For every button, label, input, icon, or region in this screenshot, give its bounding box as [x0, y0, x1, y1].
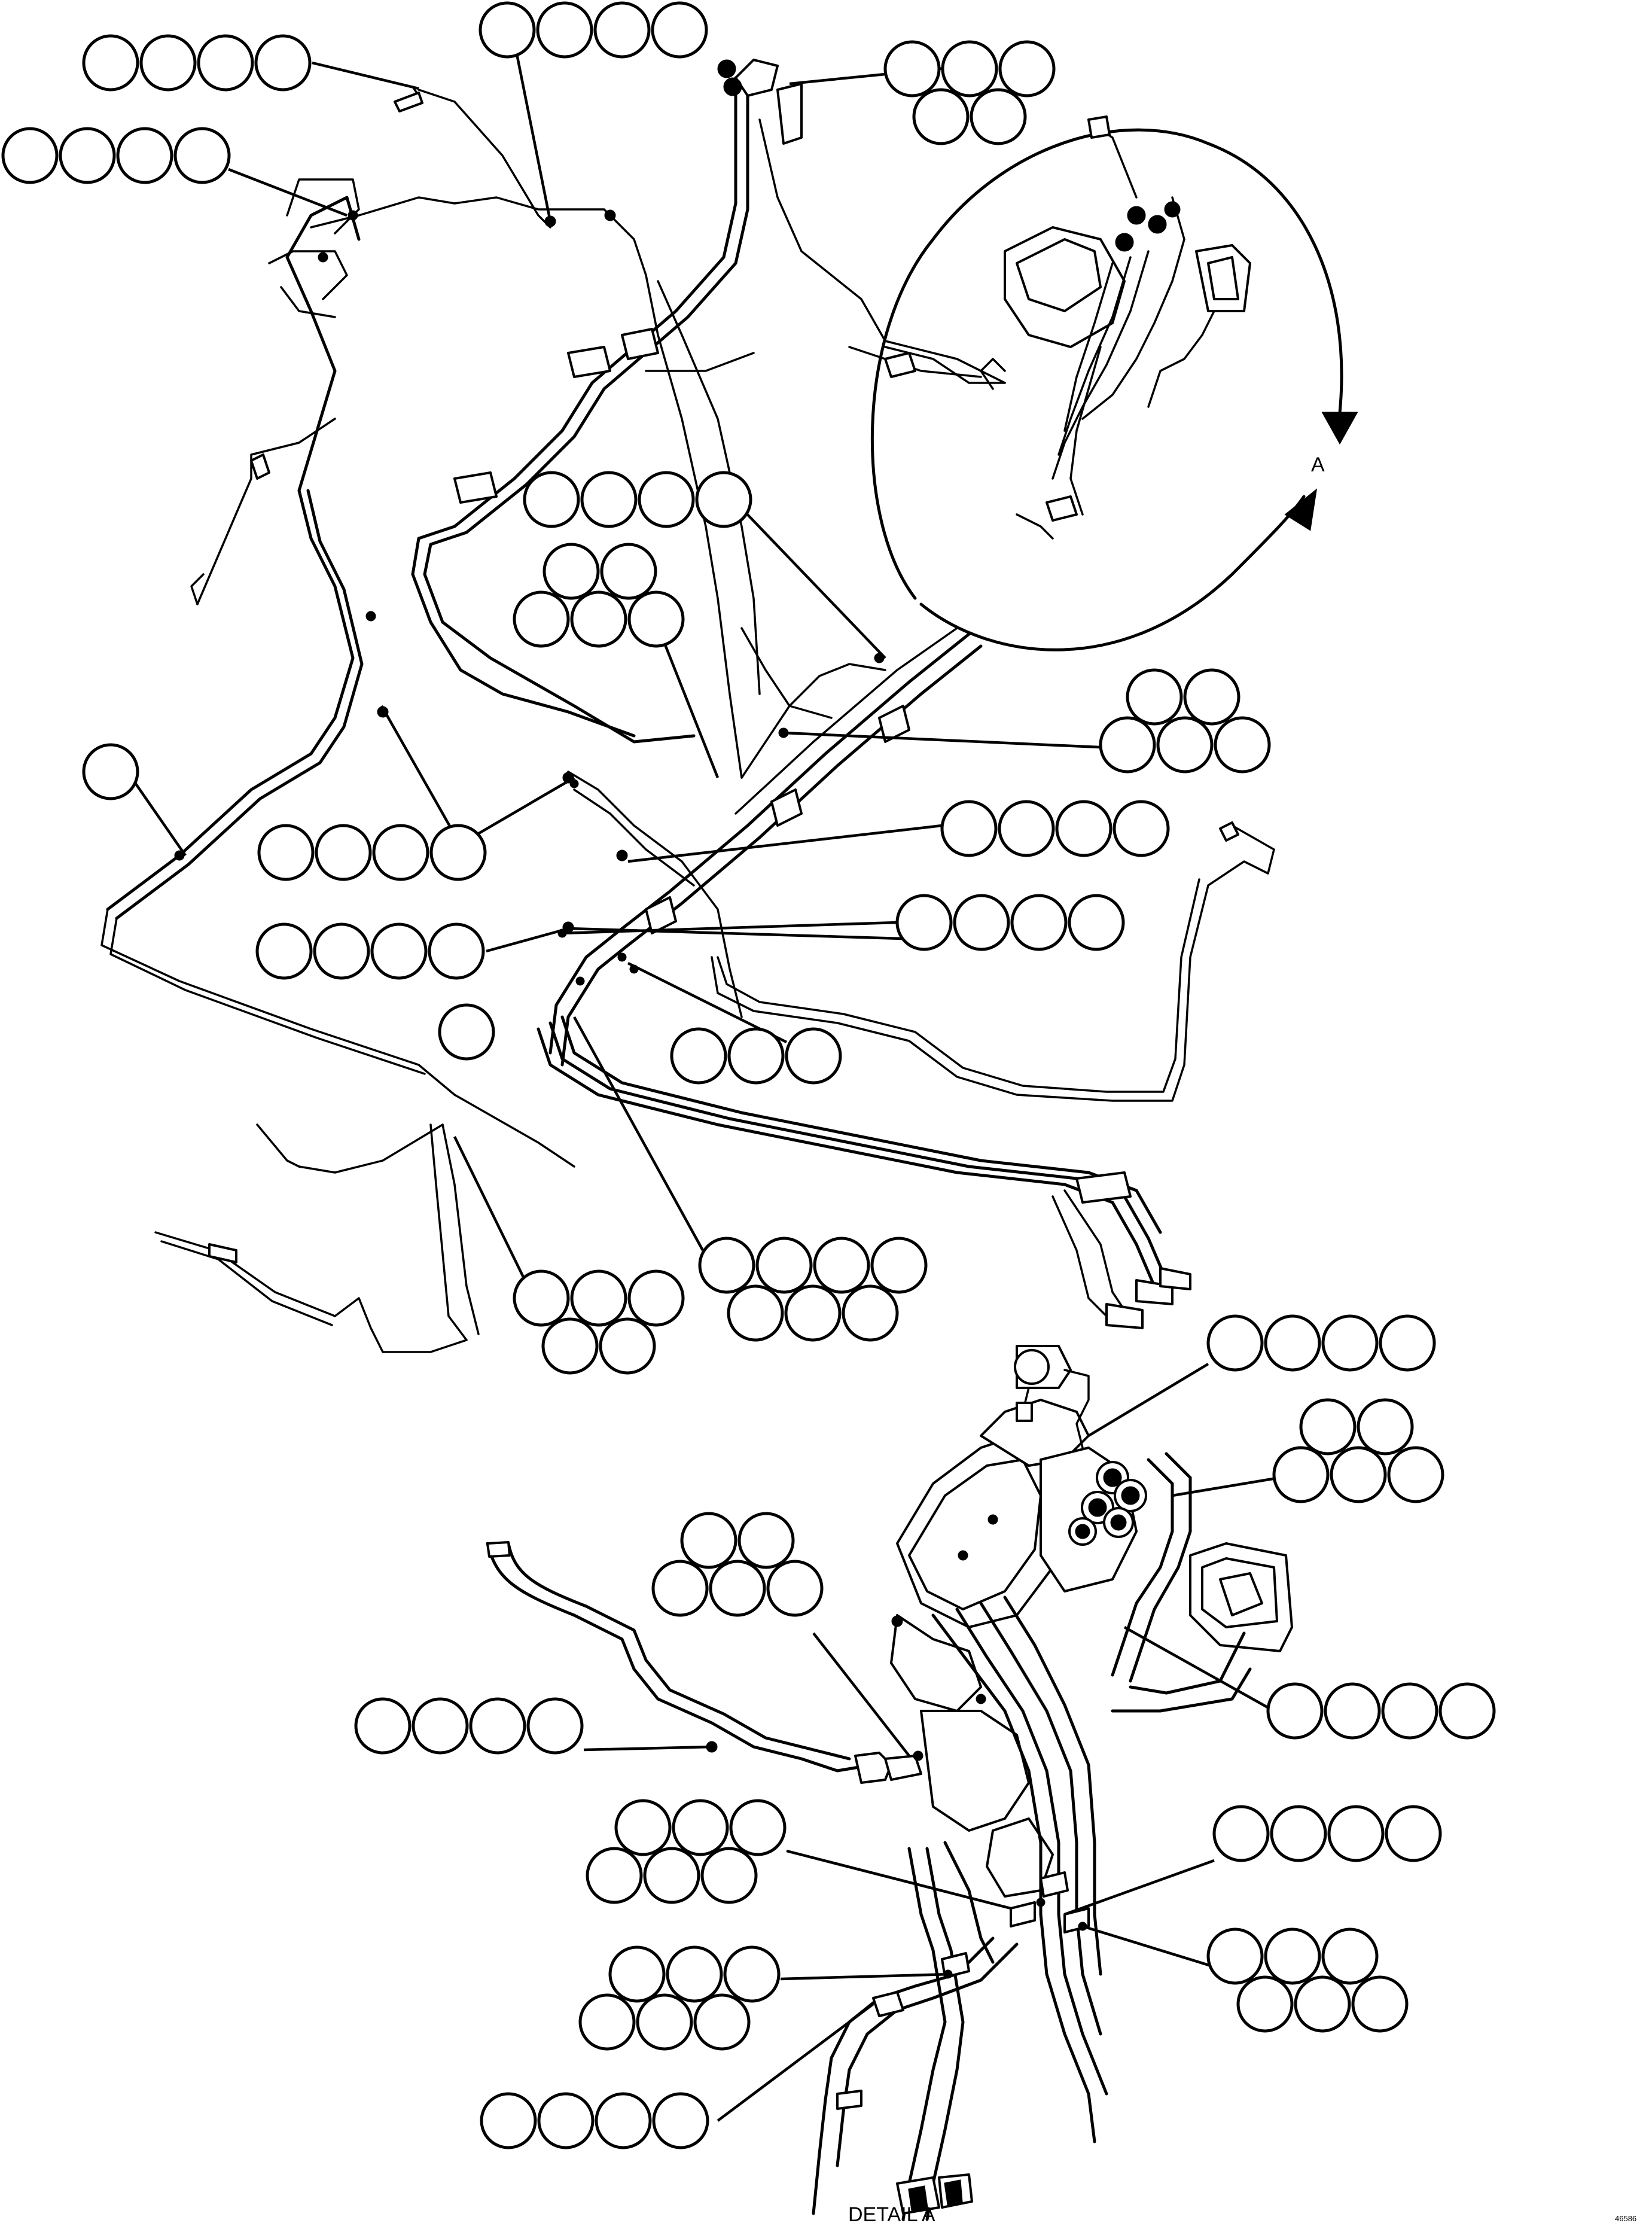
callout-bubble-group	[478, 1, 708, 59]
callout-bubble-group	[82, 743, 139, 800]
callout-bubble-group	[480, 2092, 709, 2149]
detail-marker-label: A	[1311, 453, 1325, 476]
callout-bubble-group	[1212, 1805, 1442, 1862]
callout-bubble-group	[1266, 1682, 1496, 1740]
arrow-head-lower	[1284, 488, 1318, 531]
callout-bubble-group	[1099, 668, 1271, 774]
detail-a-callout: A	[870, 115, 1358, 651]
callout-bubble-group	[1206, 1927, 1409, 2033]
callout-bubble-group	[578, 1945, 781, 2051]
detail-caption: DETAIL A	[848, 2203, 935, 2226]
callout-bubble-group	[651, 1512, 824, 1617]
callout-bubble-group	[1272, 1398, 1444, 1503]
callout-bubble-group	[670, 1027, 842, 1085]
callout-bubble-group	[255, 922, 485, 980]
callout-bubble-group	[940, 800, 1170, 857]
callout-bubble-group	[354, 1697, 584, 1755]
leader-lines	[126, 41, 1281, 2122]
arrow-head-upper	[1321, 412, 1358, 445]
callout-bubble-group	[513, 471, 752, 648]
callout-bubble-group	[82, 34, 312, 92]
callout-bubble-group	[895, 894, 1125, 951]
callout-bubble-group	[1, 127, 231, 184]
callout-bubble-group	[438, 1003, 495, 1061]
callout-bubble-group	[883, 40, 1056, 145]
callout-bubble-group	[698, 1237, 928, 1342]
callout-bubble-group	[513, 1269, 685, 1375]
callout-bubble-group	[586, 1799, 787, 1904]
drawing-number: 46586	[1615, 2214, 1636, 2223]
callout-bubbles	[1, 1, 1496, 2149]
callout-bubble-group	[1206, 1314, 1436, 1372]
detail-a-view	[486, 1345, 1293, 2221]
main-harness-view	[100, 59, 1275, 1353]
callout-bubble-group	[257, 824, 487, 881]
